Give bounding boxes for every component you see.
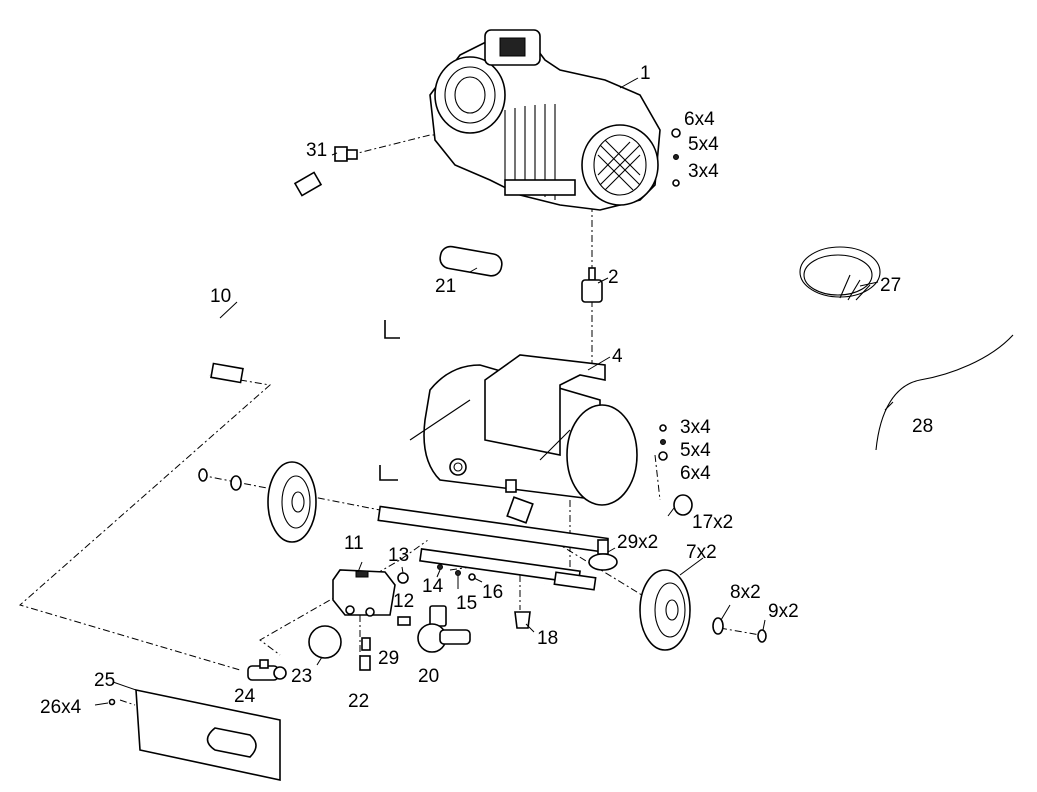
check-valve-part-24 xyxy=(247,659,287,681)
label-part-5-bottom: 5x4 xyxy=(680,440,711,461)
label-part-23: 23 xyxy=(291,666,312,687)
wheel-right-part-7 xyxy=(639,569,691,651)
regulator-part-20 xyxy=(417,605,471,653)
label-part-26: 26x4 xyxy=(40,697,82,718)
leader-lines xyxy=(94,77,894,706)
fitting-part-12 xyxy=(397,616,411,626)
cover-panel-part-25 xyxy=(135,689,281,781)
label-part-28: 28 xyxy=(912,416,933,437)
label-part-27: 27 xyxy=(880,275,901,296)
pressure-switch-part-11 xyxy=(332,569,396,617)
label-part-3-top: 3x4 xyxy=(688,161,719,182)
label-part-10: 10 xyxy=(210,286,231,307)
foot-part-17 xyxy=(673,494,693,516)
label-part-13: 13 xyxy=(388,545,409,566)
label-part-24: 24 xyxy=(234,686,256,707)
label-part-29: 29 xyxy=(378,648,399,669)
label-part-17: 17x2 xyxy=(692,512,733,533)
motor-fan-grille xyxy=(597,139,641,191)
nut-part-13 xyxy=(397,572,409,584)
label-part-11: 11 xyxy=(344,533,364,554)
hose-part-10 xyxy=(160,171,323,384)
fitting-part-29 xyxy=(361,637,371,651)
handle-grip-part-21 xyxy=(439,245,503,277)
label-part-18: 18 xyxy=(537,628,558,649)
label-part-20: 20 xyxy=(418,666,439,687)
label-part-15: 15 xyxy=(456,593,477,614)
damper-part-2 xyxy=(581,267,603,303)
clip-part-9 xyxy=(198,468,767,643)
label-part-1: 1 xyxy=(640,63,651,84)
label-part-31: 31 xyxy=(306,140,327,161)
label-part-6-top: 6x4 xyxy=(684,109,715,130)
label-part-3-bottom: 3x4 xyxy=(680,417,711,438)
fitting-part-22 xyxy=(359,655,371,671)
label-part-21: 21 xyxy=(435,276,456,297)
part-labels: 1 6x4 5x4 3x4 31 2 21 10 27 4 3x4 5x4 6x… xyxy=(40,63,933,718)
screw-part-26 xyxy=(108,698,116,706)
fasteners-bottom xyxy=(658,424,668,461)
label-part-2: 2 xyxy=(608,267,619,288)
label-part-7: 7x2 xyxy=(686,542,717,563)
washer-part-8 xyxy=(230,475,724,635)
washer-part-16 xyxy=(468,573,476,581)
label-part-25: 25 xyxy=(94,670,115,691)
label-part-16: 16 xyxy=(482,582,503,603)
label-part-12: 12 xyxy=(393,591,414,612)
label-part-22: 22 xyxy=(348,691,369,712)
rubber-foot-part-29 xyxy=(588,539,618,571)
cylinder-fins xyxy=(434,29,541,134)
label-part-29-x2: 29x2 xyxy=(617,532,658,553)
fitting-part-31 xyxy=(334,146,358,162)
air-tank-part-4 xyxy=(409,354,638,524)
wheel-left xyxy=(267,461,317,543)
plug-part-15 xyxy=(455,570,461,576)
label-part-9: 9x2 xyxy=(768,601,799,622)
label-part-4: 4 xyxy=(612,346,623,367)
cable-part-27 xyxy=(799,246,881,301)
label-part-14: 14 xyxy=(422,576,444,597)
label-part-5-top: 5x4 xyxy=(688,134,719,155)
gauge-part-23 xyxy=(308,625,342,659)
label-part-8: 8x2 xyxy=(730,582,761,603)
label-part-6-bottom: 6x4 xyxy=(680,463,711,484)
motor-pump-part-1 xyxy=(429,29,661,211)
fasteners-top xyxy=(671,128,681,187)
tube-part-28 xyxy=(875,334,1014,451)
plug-part-14 xyxy=(437,564,443,570)
